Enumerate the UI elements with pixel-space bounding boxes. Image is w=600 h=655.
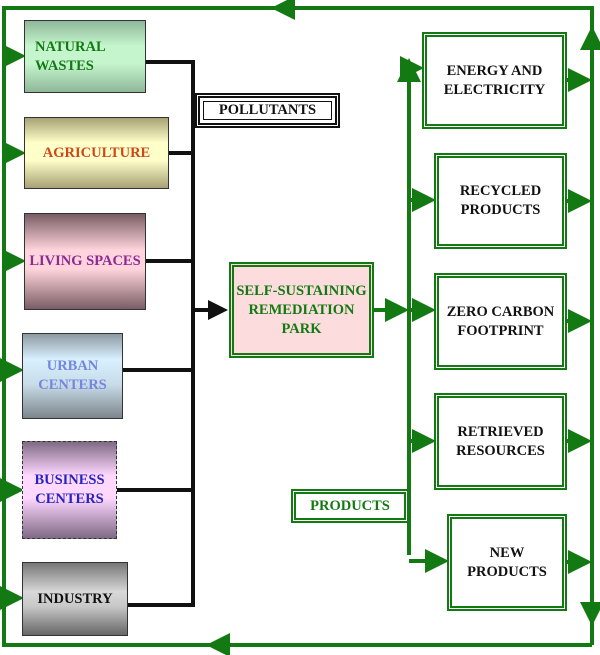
products-label: PRODUCTS xyxy=(310,497,390,514)
output-recycled-products: RECYCLED PRODUCTS xyxy=(434,153,567,249)
output-label: ENERGY AND ELECTRICITY xyxy=(443,62,546,98)
source-business-centers: BUSINESS CENTERS xyxy=(22,441,117,539)
pollutant-bus xyxy=(117,60,228,607)
output-energy-electricity: ENERGY AND ELECTRICITY xyxy=(422,32,567,129)
source-label: URBAN CENTERS xyxy=(38,358,107,393)
pollutants-label-box: POLLUTANTS xyxy=(195,93,340,128)
source-label: AGRICULTURE xyxy=(42,144,151,161)
source-label: NATURAL WASTES xyxy=(35,38,105,74)
source-living-spaces: LIVING SPACES xyxy=(24,213,146,310)
source-agriculture: AGRICULTURE xyxy=(24,117,169,189)
output-retrieved-resources: RETRIEVED RESOURCES xyxy=(434,393,567,490)
park-label: SELF-SUSTAINING REMEDIATION PARK xyxy=(236,282,367,337)
source-natural-wastes: NATURAL WASTES xyxy=(24,20,146,93)
source-label: LIVING SPACES xyxy=(29,253,141,269)
output-label: NEW PRODUCTS xyxy=(467,544,547,580)
output-new-products: NEW PRODUCTS xyxy=(447,514,567,611)
output-zero-carbon-footprint: ZERO CARBON FOOTPRINT xyxy=(434,273,567,370)
output-label: RETRIEVED RESOURCES xyxy=(456,423,545,459)
source-industry: INDUSTRY xyxy=(22,562,128,636)
remediation-park-box: SELF-SUSTAINING REMEDIATION PARK xyxy=(229,262,374,358)
products-label-box: PRODUCTS xyxy=(291,489,409,523)
output-label: RECYCLED PRODUCTS xyxy=(459,183,542,218)
pollutants-label: POLLUTANTS xyxy=(218,102,317,118)
source-urban-centers: URBAN CENTERS xyxy=(22,333,123,419)
source-label: INDUSTRY xyxy=(37,590,113,607)
output-label: ZERO CARBON FOOTPRINT xyxy=(446,303,555,339)
source-label: BUSINESS CENTERS xyxy=(34,472,105,507)
